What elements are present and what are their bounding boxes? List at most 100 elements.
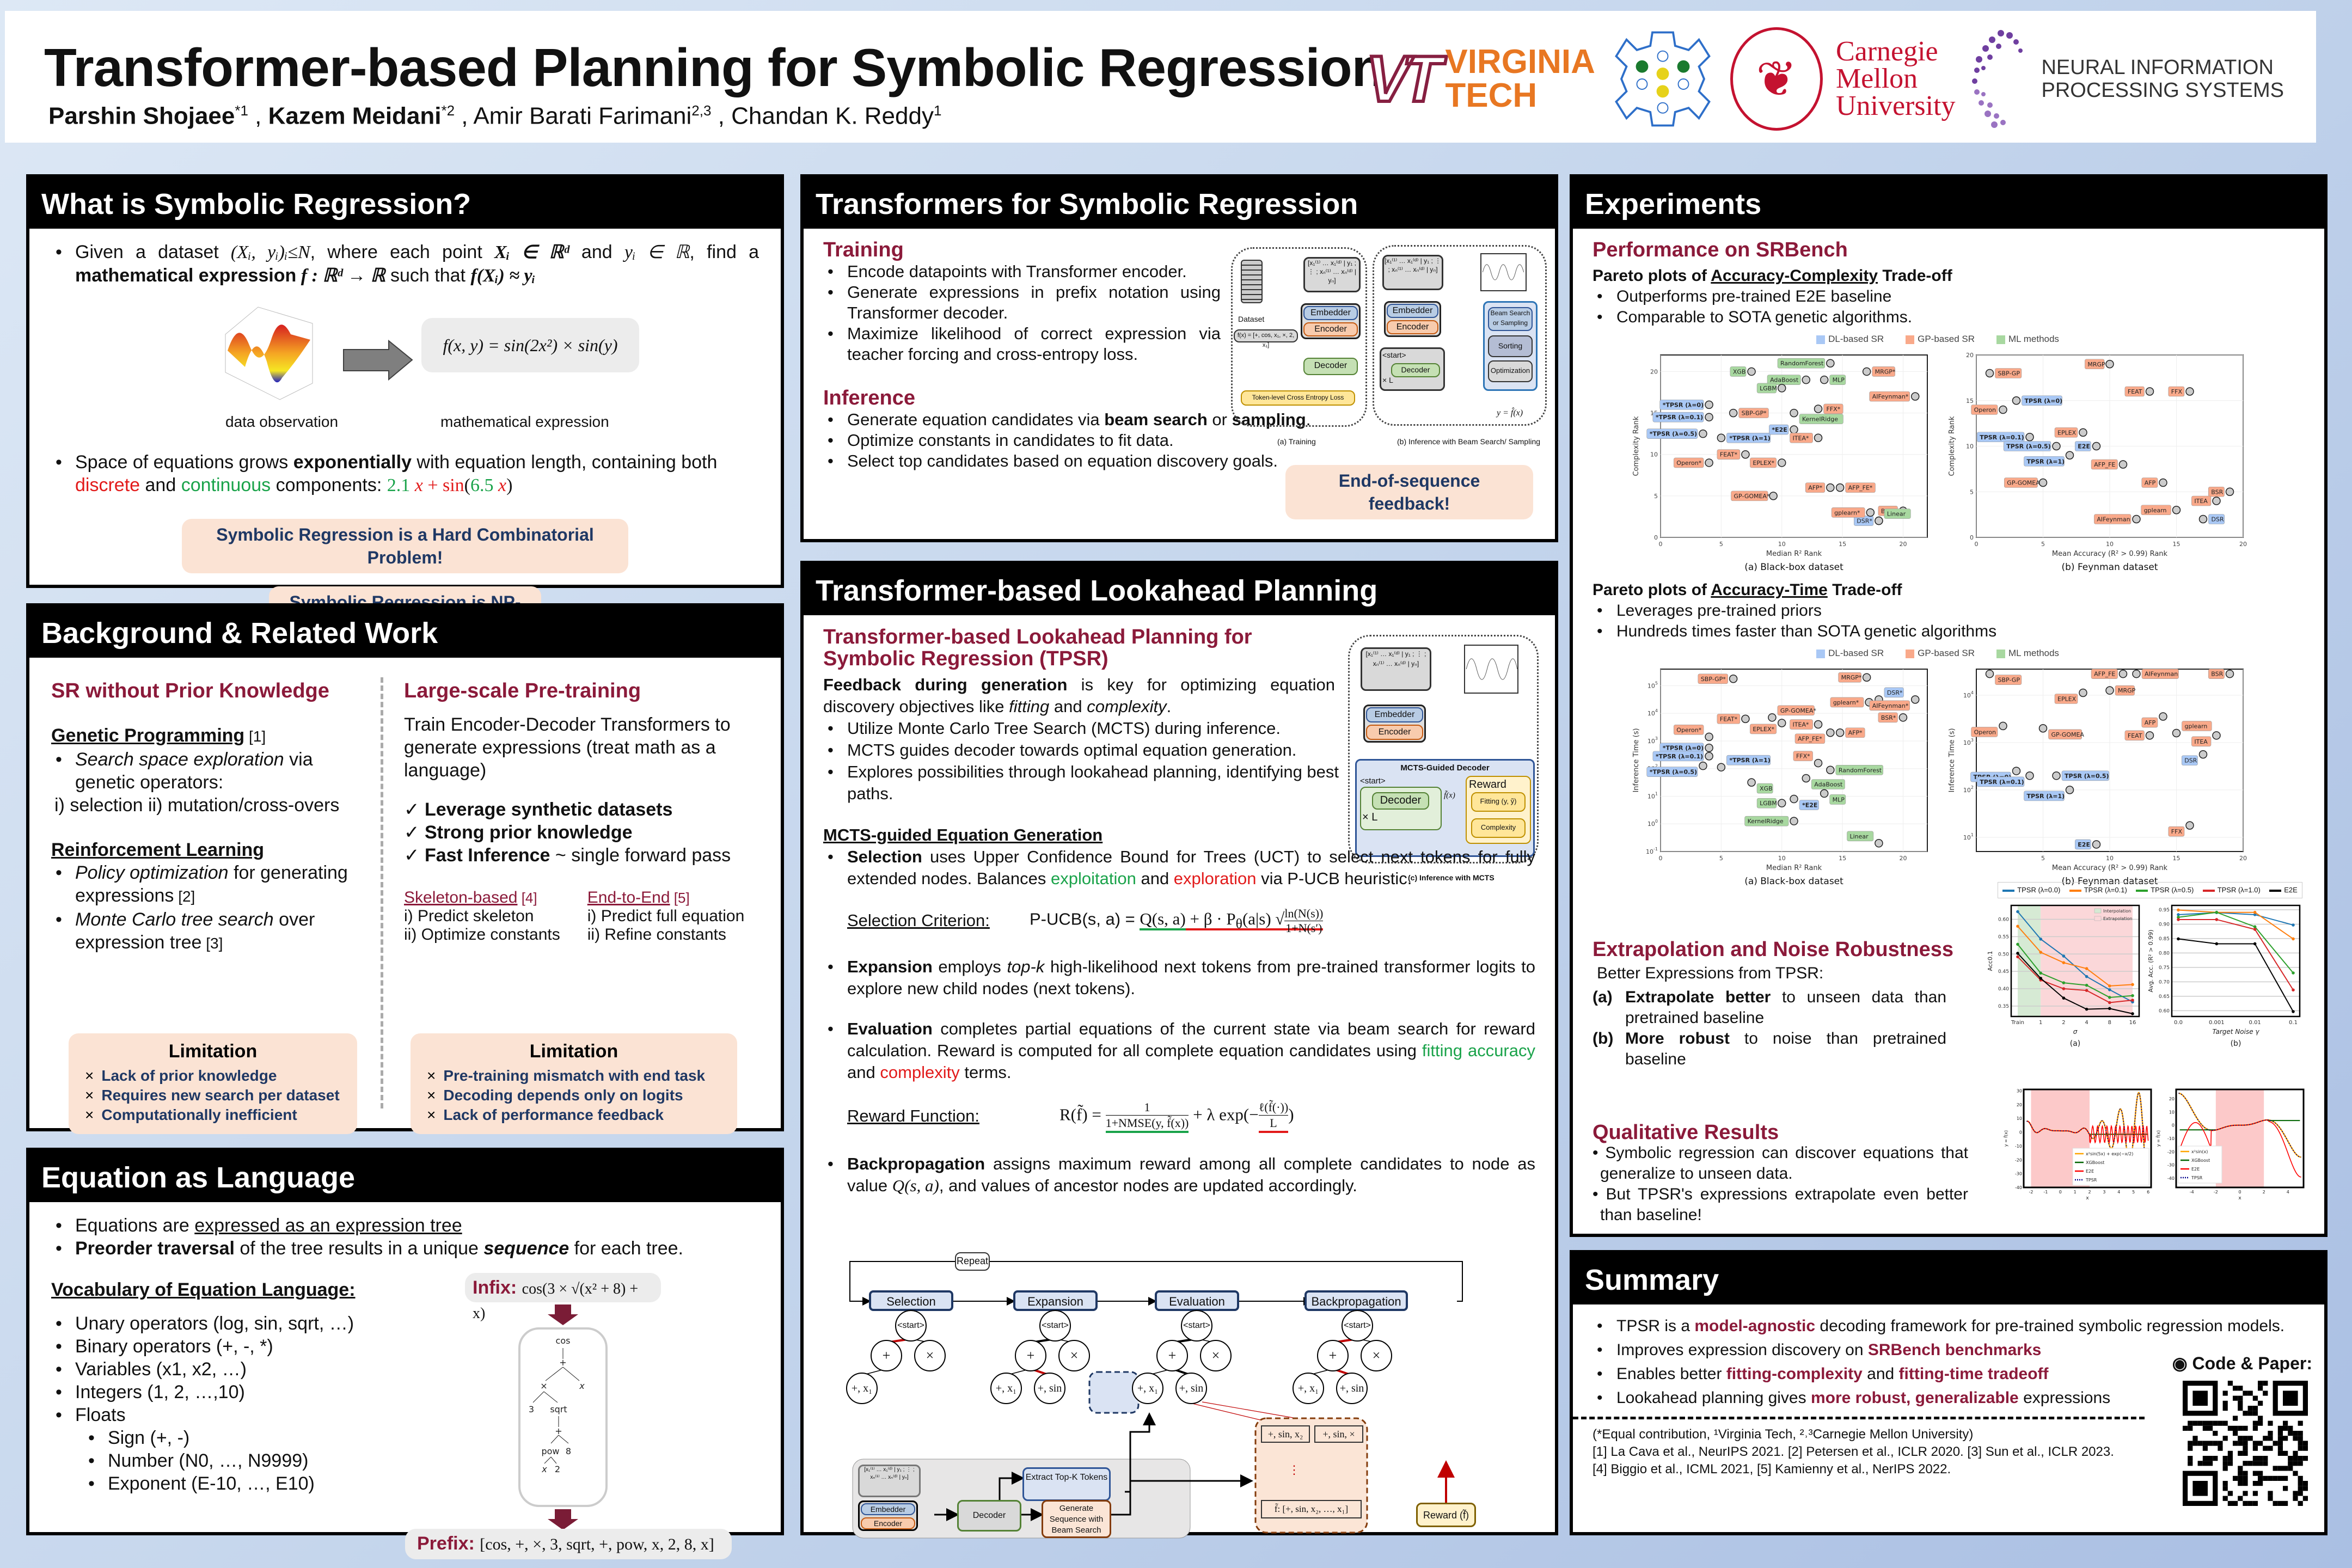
- qr-code-link[interactable]: [2183, 1381, 2308, 1506]
- y-tick-label: 103: [1647, 736, 1658, 745]
- plot-frame: [2175, 1088, 2305, 1189]
- qr-finder: [2183, 1471, 2218, 1506]
- point-label: *TPSR (λ=0.5): [1650, 431, 1697, 438]
- point-label: SBP-GP: [1998, 677, 2020, 684]
- point-label: AFP: [2145, 719, 2156, 726]
- x-tick-label: 10: [2106, 541, 2114, 548]
- point-label: FFX: [2171, 828, 2183, 835]
- x-tick-label: 20: [1899, 541, 1907, 548]
- series-marker: [2177, 908, 2180, 912]
- plus-node: +: [1317, 1340, 1349, 1371]
- point-marker: [1705, 413, 1713, 421]
- point-label: AIFeynman: [2145, 671, 2178, 678]
- data-point: *TPSR (λ=0): [1659, 743, 1713, 753]
- point-label-box: [1744, 816, 1789, 826]
- point-label-box: [1777, 705, 1815, 716]
- point-marker: [2025, 433, 2034, 442]
- x-tick-label: 1: [2074, 1190, 2077, 1195]
- point-marker: [1741, 450, 1750, 459]
- point-label-box: [1884, 687, 1904, 698]
- cross-icon: ×: [85, 1106, 94, 1123]
- point-label: E2E: [2078, 841, 2090, 848]
- point-marker: [1862, 673, 1871, 682]
- point-label: *TPSR (λ=0): [1663, 401, 1704, 408]
- data-point: EPLEX*: [1750, 457, 1786, 468]
- point-label: Operon*: [1676, 460, 1701, 467]
- data-point: EPLEX: [2054, 427, 2087, 438]
- point-marker: [2212, 731, 2221, 740]
- training-range-shade: [2215, 1089, 2264, 1187]
- panel-heading: Summary: [1585, 1264, 1719, 1296]
- point-label-box: [1971, 405, 1998, 415]
- point-label-box: [1769, 424, 1789, 435]
- data-point: E2E: [2075, 441, 2101, 451]
- data-point: AFP_FE*: [1794, 728, 1835, 744]
- check-item: ✓ Fast Inference ~ single forward pass: [404, 844, 774, 867]
- point-label-box: [1829, 375, 1846, 385]
- cmu-seal-icon: ❦: [1730, 27, 1823, 131]
- panel-summary: Summary TPSR is a model-agnostic decodin…: [1570, 1250, 2328, 1535]
- x-tick-label: 0: [2238, 1190, 2241, 1195]
- series-marker: [2062, 996, 2066, 1000]
- point-label-box: [2075, 441, 2091, 451]
- point-label: ITEA*: [1793, 434, 1809, 442]
- mcts-guided-decoder: MCTS-Guided Decoder <start> Decoder × L …: [1355, 759, 1535, 857]
- x-tick-label: 15: [1839, 855, 1846, 862]
- data-point: BSR*: [1878, 712, 1908, 723]
- point-label-box: [1847, 831, 1874, 842]
- point-marker: [1777, 458, 1786, 467]
- point-label: AdaBoost: [1770, 377, 1799, 384]
- point-label: AIFeynman*: [1872, 702, 1909, 709]
- tree-node: 3: [529, 1404, 534, 1414]
- y-axis-label: y = f̂(x): [2003, 1130, 2008, 1147]
- point-marker: [1790, 425, 1798, 434]
- point-label-box: [1726, 432, 1771, 443]
- point-label: AdaBoost: [1814, 781, 1843, 788]
- plot-frame: [2010, 904, 2140, 1018]
- point-marker: [2185, 387, 2194, 396]
- panel-lookahead: Transformer-based Lookahead Planning Tra…: [800, 561, 1558, 1539]
- point-marker: [2145, 731, 2154, 740]
- point-marker: [2079, 688, 2087, 697]
- y-tick-label: 0: [2019, 1130, 2022, 1135]
- y-tick-label: 0.90: [2159, 922, 2170, 927]
- data-point: Linear: [1847, 831, 1883, 848]
- point-label-box: [1790, 719, 1813, 730]
- legend-entry: TPSR (λ=0.0): [2002, 880, 2060, 901]
- point-marker: [2012, 767, 2021, 775]
- x-tick-label: 5: [1719, 855, 1723, 862]
- y-tick-label: 0.95: [2159, 908, 2170, 913]
- point-marker: [1717, 763, 1726, 771]
- data-point: KernelRidge: [1790, 408, 1843, 424]
- series-marker: [2016, 952, 2019, 955]
- y-tick-label: 20: [1966, 352, 1974, 359]
- x-tick-label: -2: [2029, 1190, 2033, 1195]
- reinforcement-learning-title: Reinforcement Learning: [51, 840, 265, 860]
- tree-node: ×: [540, 1381, 547, 1391]
- panel-transformers: Transformers for Symbolic Regression Tra…: [800, 174, 1558, 542]
- panel-heading: Experiments: [1585, 188, 1762, 220]
- legend-label: DL-based SR: [1828, 648, 1884, 658]
- series-marker: [2039, 951, 2042, 954]
- y-tick-label: 20: [2169, 1097, 2175, 1101]
- point-marker: [1985, 369, 1994, 378]
- chart-title: (a): [2070, 1039, 2081, 1048]
- point-marker: [2012, 396, 2021, 405]
- vocab-item: Floats: [51, 1404, 759, 1426]
- series-marker: [2292, 988, 2295, 992]
- point-marker: [1898, 713, 1908, 722]
- point-label-box: [1750, 457, 1777, 468]
- point-label: FFX: [2171, 388, 2183, 395]
- point-marker: [1705, 752, 1713, 761]
- data-point: Operon*: [1673, 457, 1713, 468]
- y-tick-label: 0.55: [1998, 934, 2009, 940]
- check-rest: ~ single forward pass: [550, 845, 731, 866]
- series-marker: [2131, 994, 2134, 997]
- series-marker: [2177, 915, 2180, 919]
- point-marker: [2092, 442, 2101, 451]
- legend-swatch-icon: [1816, 335, 1826, 344]
- training-item: Maximize likelihood of correct expressio…: [823, 323, 1221, 365]
